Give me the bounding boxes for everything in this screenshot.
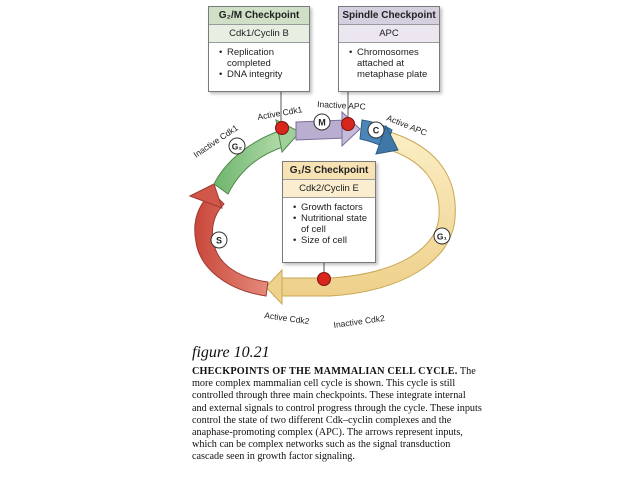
g1-arrowhead — [265, 268, 283, 306]
spindle-checkpoint-inputs: Chromosomes attached at metaphase plate — [339, 43, 439, 84]
g1s-checkpoint-box: G₁/S Checkpoint Cdk2/Cyclin E Growth fac… — [282, 161, 376, 263]
phase-c-label: C — [373, 126, 380, 136]
phase-s-label: S — [216, 236, 222, 246]
g1s-input-item: Nutritional state of cell — [293, 213, 369, 235]
g1s-checkpoint-inputs: Growth factors Nutritional state of cell… — [283, 198, 375, 250]
g2m-checkpoint-inputs: Replication completed DNA integrity — [209, 43, 309, 84]
g1s-checkpoint-title: G₁/S Checkpoint — [283, 162, 375, 179]
phase-c-marker: C — [367, 121, 385, 139]
phase-s-marker: S — [210, 231, 228, 249]
spindle-checkpoint-title: Spindle Checkpoint — [339, 7, 439, 24]
label-active-cdk1: Active Cdk1 — [257, 104, 304, 122]
phase-g1-label: G₁ — [437, 232, 448, 242]
c-arrowhead — [375, 124, 399, 155]
s-arrowhead — [188, 183, 223, 209]
g2m-input-item: Replication completed — [219, 47, 303, 69]
figure-caption-body: The more complex mammalian cell cycle is… — [192, 366, 482, 463]
figure-caption: figure 10.21 CHECKPOINTS OF THE MAMMALIA… — [192, 344, 482, 464]
g2m-input-item: DNA integrity — [219, 69, 303, 80]
phase-g1-marker: G₁ — [433, 227, 451, 245]
g2m-checkpoint-complex: Cdk1/Cyclin B — [209, 24, 309, 43]
g2m-checkpoint-title: G₂/M Checkpoint — [209, 7, 309, 24]
figure-caption-title: CHECKPOINTS OF THE MAMMALIAN CELL CYCLE. — [192, 366, 458, 377]
spindle-checkpoint-box: Spindle Checkpoint APC Chromosomes attac… — [338, 6, 440, 92]
label-inactive-apc: Inactive APC — [317, 99, 366, 112]
spindle-checkpoint-dot — [341, 117, 355, 131]
spindle-checkpoint-complex: APC — [339, 24, 439, 43]
g2m-checkpoint-dot — [275, 121, 289, 135]
g1s-input-item: Growth factors — [293, 202, 369, 213]
label-inactive-cdk2: Inactive Cdk2 — [333, 313, 386, 330]
label-active-cdk2: Active Cdk2 — [264, 310, 311, 326]
g1s-checkpoint-dot — [317, 272, 331, 286]
phase-g2-label: G₂ — [232, 142, 243, 152]
spindle-input-item: Chromosomes attached at metaphase plate — [349, 47, 433, 80]
phase-m-label: M — [318, 118, 326, 128]
phase-m-marker: M — [313, 113, 331, 131]
figure-caption-text: CHECKPOINTS OF THE MAMMALIAN CELL CYCLE.… — [192, 366, 482, 464]
figure-number: figure 10.21 — [192, 344, 270, 361]
g2m-checkpoint-box: G₂/M Checkpoint Cdk1/Cyclin B Replicatio… — [208, 6, 310, 92]
phase-g2-marker: G₂ — [228, 137, 246, 155]
g1s-input-item: Size of cell — [293, 235, 369, 246]
s-phase-segment — [194, 191, 269, 297]
g1s-checkpoint-complex: Cdk2/Cyclin E — [283, 179, 375, 198]
